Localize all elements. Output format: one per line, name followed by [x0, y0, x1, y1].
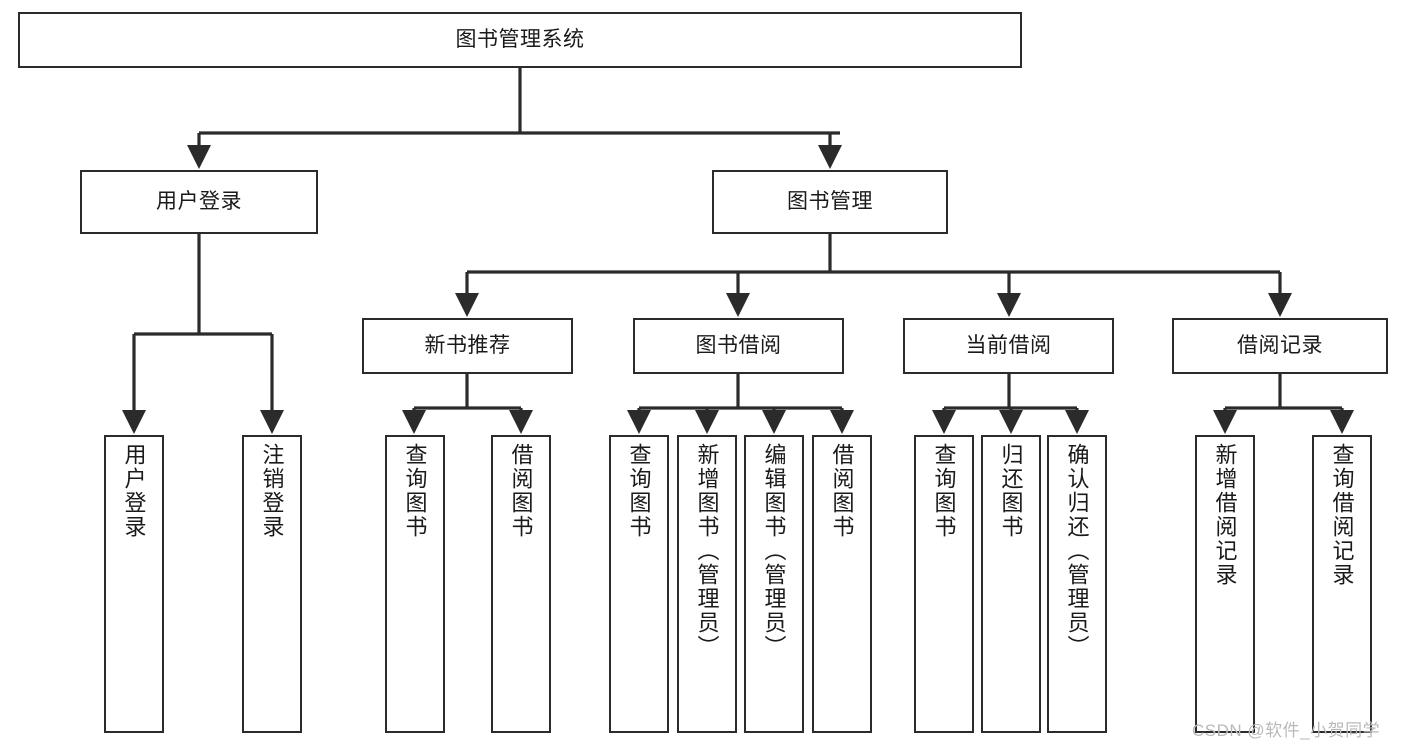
node-book-borrow[interactable]: 图书借阅: [633, 318, 844, 374]
node-root-label: 图书管理系统: [455, 27, 585, 51]
node-leaf-edit-book[interactable]: 编辑图书（管理员）: [744, 435, 804, 733]
node-leaf-borrow-book-1[interactable]: 借阅图书: [491, 435, 551, 733]
node-root[interactable]: 图书管理系统: [18, 12, 1022, 68]
node-book-manage-label: 图书管理: [787, 189, 873, 213]
node-leaf-borrow-book-2-label: 借阅图书: [829, 443, 855, 539]
node-leaf-confirm-return[interactable]: 确认归还（管理员）: [1047, 435, 1107, 733]
node-leaf-add-record[interactable]: 新增借阅记录: [1195, 435, 1255, 733]
node-leaf-query-record[interactable]: 查询借阅记录: [1312, 435, 1372, 733]
node-leaf-logout-login-label: 注销登录: [259, 443, 285, 539]
node-leaf-query-book-3-label: 查询图书: [931, 443, 957, 539]
node-book-borrow-label: 图书借阅: [695, 333, 782, 357]
node-leaf-add-book[interactable]: 新增图书（管理员）: [677, 435, 737, 733]
node-leaf-borrow-book-1-label: 借阅图书: [508, 443, 534, 539]
node-new-book-recommend-label: 新书推荐: [424, 333, 511, 357]
node-leaf-query-book-3[interactable]: 查询图书: [914, 435, 974, 733]
node-new-book-recommend[interactable]: 新书推荐: [362, 318, 573, 374]
node-leaf-query-book-2-label: 查询图书: [626, 443, 652, 539]
csdn-watermark: CSDN @软件_小贺同学: [1192, 721, 1381, 740]
node-leaf-query-book-2[interactable]: 查询图书: [609, 435, 669, 733]
node-borrow-record[interactable]: 借阅记录: [1172, 318, 1388, 374]
node-leaf-confirm-return-label: 确认归还（管理员）: [1064, 443, 1090, 659]
node-leaf-logout-login[interactable]: 注销登录: [242, 435, 302, 733]
node-leaf-query-book-1[interactable]: 查询图书: [385, 435, 445, 733]
node-leaf-user-login-label: 用户登录: [121, 443, 147, 539]
node-leaf-add-book-label: 新增图书（管理员）: [694, 443, 720, 659]
node-book-manage[interactable]: 图书管理: [712, 170, 948, 234]
node-leaf-return-book[interactable]: 归还图书: [981, 435, 1041, 733]
node-leaf-add-record-label: 新增借阅记录: [1212, 443, 1238, 587]
node-current-borrow[interactable]: 当前借阅: [903, 318, 1114, 374]
node-user-login[interactable]: 用户登录: [80, 170, 318, 234]
node-leaf-user-login[interactable]: 用户登录: [104, 435, 164, 733]
node-leaf-return-book-label: 归还图书: [998, 443, 1024, 539]
node-leaf-borrow-book-2[interactable]: 借阅图书: [812, 435, 872, 733]
node-borrow-record-label: 借阅记录: [1237, 333, 1323, 357]
node-current-borrow-label: 当前借阅: [965, 333, 1052, 357]
node-leaf-edit-book-label: 编辑图书（管理员）: [761, 443, 787, 659]
node-leaf-query-book-1-label: 查询图书: [402, 443, 428, 539]
node-leaf-query-record-label: 查询借阅记录: [1329, 443, 1355, 587]
node-user-login-label: 用户登录: [156, 189, 242, 213]
